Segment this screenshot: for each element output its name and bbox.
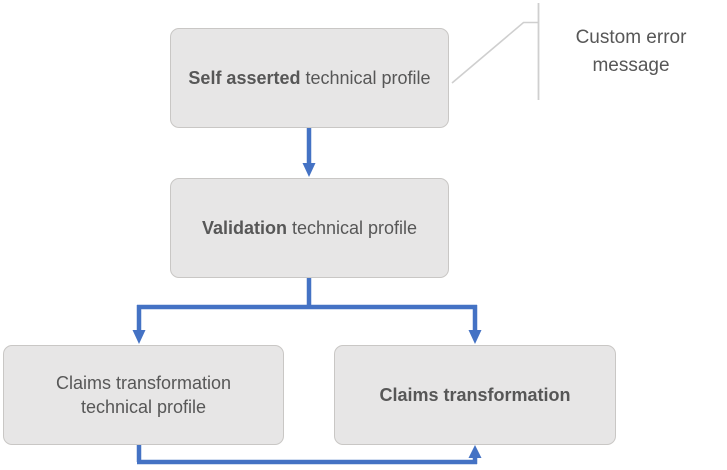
- callout-line-2: message: [592, 54, 670, 76]
- node-label: Validation technical profile: [202, 216, 417, 240]
- node-label: Claims transformation technical profile: [55, 372, 232, 417]
- node-claims-transformation[interactable]: Claims transformation: [334, 345, 616, 445]
- node-label: Claims transformation: [379, 384, 571, 405]
- node-label-rest: technical profile: [300, 67, 431, 88]
- connector-claims-loop: [136, 445, 482, 465]
- node-label-emphasis: Self asserted: [188, 67, 301, 88]
- callout-custom-error-message: Custom error message: [556, 24, 706, 79]
- node-self-asserted-technical-profile[interactable]: Self asserted technical profile: [170, 28, 449, 128]
- callout-line-1: Custom error: [575, 27, 687, 48]
- connector-self-asserted-to-validation: [302, 128, 316, 177]
- node-label: Self asserted technical profile: [188, 66, 430, 90]
- connector-validation-branch: [132, 278, 482, 344]
- node-claims-transformation-technical-profile[interactable]: Claims transformation technical profile: [3, 345, 284, 445]
- node-validation-technical-profile[interactable]: Validation technical profile: [170, 178, 449, 278]
- node-label-emphasis: Validation: [201, 217, 287, 238]
- callout-leader-line: [451, 3, 540, 100]
- node-label-rest: technical profile: [286, 217, 418, 238]
